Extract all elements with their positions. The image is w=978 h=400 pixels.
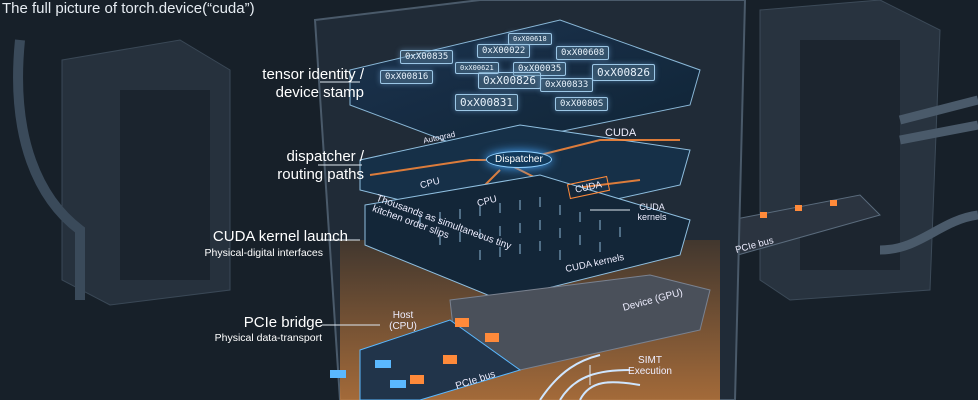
hex-tag: 0xX00826 <box>478 72 541 89</box>
hex-tag: 0xX00831 <box>455 94 518 111</box>
hex-tag: 0xX00816 <box>380 70 434 84</box>
label-line: tensor identity / <box>262 66 364 83</box>
label-physical-digital: Physical-digital interfaces <box>204 247 323 259</box>
kernel-grid <box>419 197 621 260</box>
label-line: dispatcher / <box>286 148 364 165</box>
label-line: routing paths <box>277 166 364 183</box>
cuda-top-label: CUDA <box>605 127 637 139</box>
hex-tag: 0xX00835 <box>400 50 454 64</box>
hex-tag: 0xX00608 <box>556 46 610 60</box>
cuda-kernel-layer <box>364 174 691 301</box>
label-tensor-identity: tensor identity /device stamp <box>262 66 364 102</box>
hex-tag: 0xX00618 <box>508 33 552 45</box>
server-rack-left <box>13 39 231 306</box>
label-line: device stamp <box>275 84 364 101</box>
page-title: The full picture of torch.device(“cuda”) <box>2 0 255 17</box>
simt-execution-label: SIMT Execution <box>628 355 672 377</box>
tensor-identity-layer <box>349 19 701 151</box>
dispatcher-node: Dispatcher <box>486 151 552 168</box>
hex-tag: 0xX00833 <box>540 78 594 92</box>
host-cpu-label: Host (CPU) <box>389 310 417 332</box>
label-kernel-launch: CUDA kernel launch <box>212 228 348 245</box>
hex-tag: 0xX00621 <box>455 62 499 74</box>
cuda-kernels-label: CUDA kernels <box>637 202 667 222</box>
label-pcie-bridge: PCIe bridge <box>243 314 323 331</box>
hex-tag: 0xX00826 <box>592 64 655 81</box>
hex-tag: 0xX00022 <box>477 44 531 58</box>
label-physical-transport: Physical data-transport <box>214 332 322 344</box>
hex-tag: 0xX0080S <box>555 97 609 111</box>
label-dispatcher: dispatcher /routing paths <box>277 148 364 184</box>
